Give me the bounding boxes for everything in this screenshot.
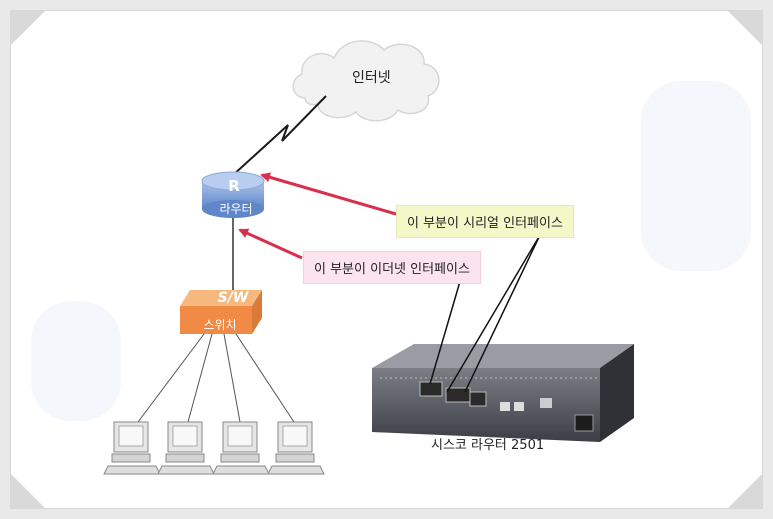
serial-link (231, 95, 327, 177)
corner-fold (728, 11, 762, 45)
computer-icon (157, 421, 215, 475)
switch-links (137, 333, 295, 423)
cisco-router-label: 시스코 라우터 2501 (431, 438, 545, 453)
router-label: 라우터 (219, 202, 253, 216)
switch-icon (180, 290, 262, 334)
corner-fold (728, 474, 762, 508)
serial-interface-callout: 이 부분이 시리얼 인터페이스 (396, 205, 574, 238)
background-wash (641, 81, 751, 271)
cisco-router-device-icon (372, 344, 634, 442)
cloud-icon (292, 40, 440, 122)
serial-pointer-lines (429, 234, 541, 393)
ethernet-arrow (238, 228, 303, 260)
computer-icon (267, 421, 325, 475)
internet-label: 인터넷 (352, 70, 391, 86)
corner-fold (11, 474, 45, 508)
switch-label: 스위치 (203, 318, 237, 332)
computer-icon (212, 421, 270, 475)
switch-letter: S/W (217, 290, 249, 306)
ethernet-interface-callout: 이 부분이 이더넷 인터페이스 (303, 251, 481, 284)
serial-arrow (260, 172, 397, 216)
router-icon (201, 171, 265, 218)
computer-icon (103, 421, 161, 475)
background-wash (31, 301, 121, 421)
router-letter: R (228, 177, 240, 195)
corner-fold (11, 11, 45, 45)
